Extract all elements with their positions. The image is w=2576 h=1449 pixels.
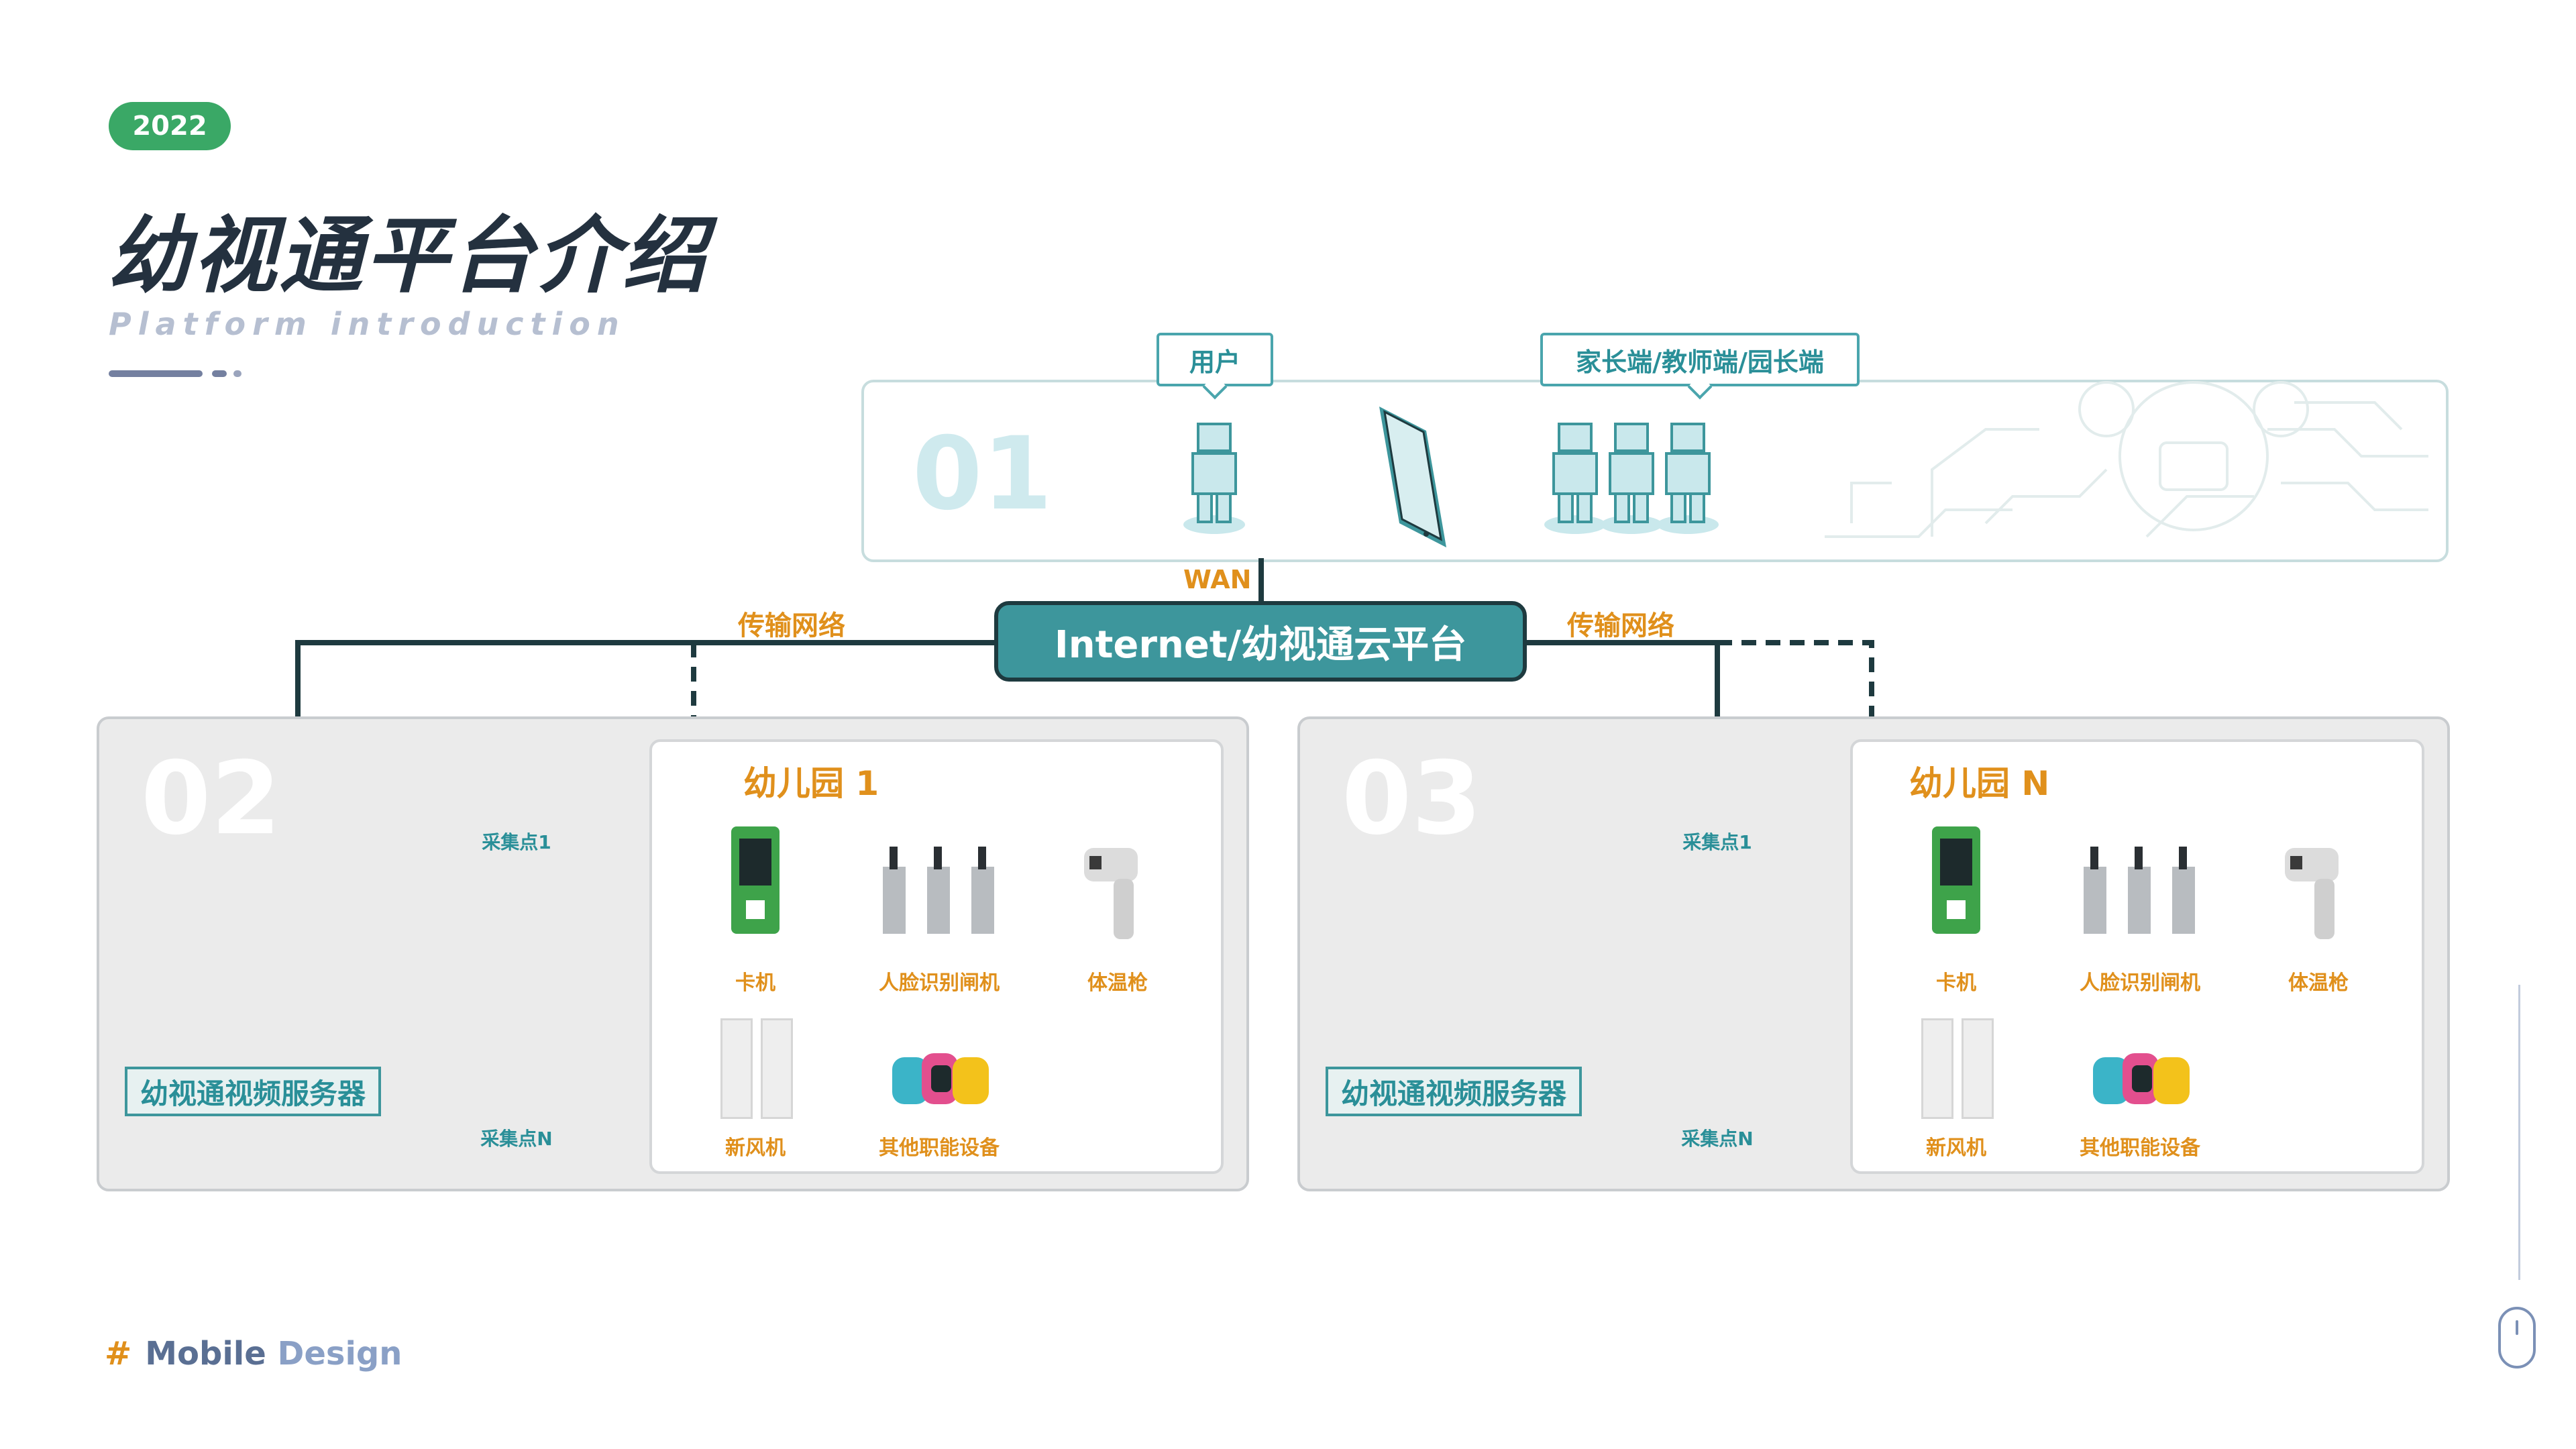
title-underline-dot [233, 370, 241, 377]
collect-point-first: 采集点1 [1682, 831, 1752, 853]
device-label: 新风机 [1926, 1136, 1986, 1160]
card-reader-icon [731, 826, 780, 934]
device-label: 卡机 [735, 971, 775, 995]
thermometer-gun-icon [1084, 848, 1138, 942]
face-gate-icon [2084, 847, 2199, 936]
device-label: 卡机 [1936, 971, 1976, 995]
fresh-air-unit-icon [720, 1018, 793, 1119]
card-reader-icon [1932, 826, 1980, 934]
link-right-dashed [1717, 640, 1896, 788]
tablet-icon [1379, 407, 1446, 547]
callout-client-ends: 家长端/教师端/园长端 [1540, 333, 1860, 386]
circuit-decoration [1825, 381, 2428, 538]
smart-watch-icon [892, 1051, 993, 1111]
link-right-solid [1527, 640, 1720, 718]
year-badge: 2022 [109, 102, 231, 150]
device-label: 其他职能设备 [2080, 1136, 2200, 1160]
device-label: 其他职能设备 [879, 1136, 1000, 1160]
mouse-scroll-icon[interactable] [2498, 1307, 2536, 1368]
smart-watch-icon [2093, 1051, 2194, 1111]
user-group-icon [1544, 423, 1719, 534]
wan-label: WAN [1183, 565, 1252, 594]
fresh-air-unit-icon [1921, 1018, 1994, 1119]
thermometer-gun-icon [2285, 848, 2339, 942]
server-label: 幼视通视频服务器 [1326, 1067, 1582, 1116]
panel-number-03: 03 [1342, 741, 1482, 857]
callout-user: 用户 [1157, 333, 1273, 386]
page-title: 幼视通平台介绍 [107, 208, 709, 305]
panel-number-02: 02 [141, 741, 281, 857]
collect-point-last: 采集点N [1681, 1128, 1754, 1150]
link-left-solid [295, 640, 994, 718]
device-label: 人脸识别闸机 [879, 971, 1000, 995]
footer-word-design: Design [277, 1335, 402, 1373]
cloud-platform-node: Internet/幼视通云平台 [994, 601, 1527, 682]
user-figure-icon [1183, 423, 1245, 534]
device-label: 体温枪 [2288, 971, 2349, 995]
collect-point-first: 采集点1 [482, 831, 551, 853]
device-label: 体温枪 [1087, 971, 1148, 995]
panel-number-01: 01 [912, 416, 1053, 533]
panel-users [861, 380, 2449, 562]
collect-point-last: 采集点N [480, 1128, 553, 1150]
server-label: 幼视通视频服务器 [125, 1067, 381, 1116]
network-label-right: 传输网络 [1567, 610, 1674, 641]
title-underline [109, 370, 203, 377]
network-label-left: 传输网络 [738, 610, 845, 641]
face-gate-icon [883, 847, 998, 936]
hash-icon: # [105, 1335, 132, 1373]
kindergarten-title: 幼儿园 N [1909, 764, 2050, 803]
device-label: 人脸识别闸机 [2080, 971, 2200, 995]
title-underline-dot [212, 370, 227, 377]
page-subtitle: Platform introduction [109, 306, 626, 342]
kindergarten-title: 幼儿园 1 [743, 764, 879, 803]
footer-word-mobile: Mobile [145, 1335, 266, 1373]
footer-brand: # Mobile Design [105, 1335, 402, 1373]
device-label: 新风机 [725, 1136, 786, 1160]
scroll-track-line [2518, 985, 2520, 1280]
